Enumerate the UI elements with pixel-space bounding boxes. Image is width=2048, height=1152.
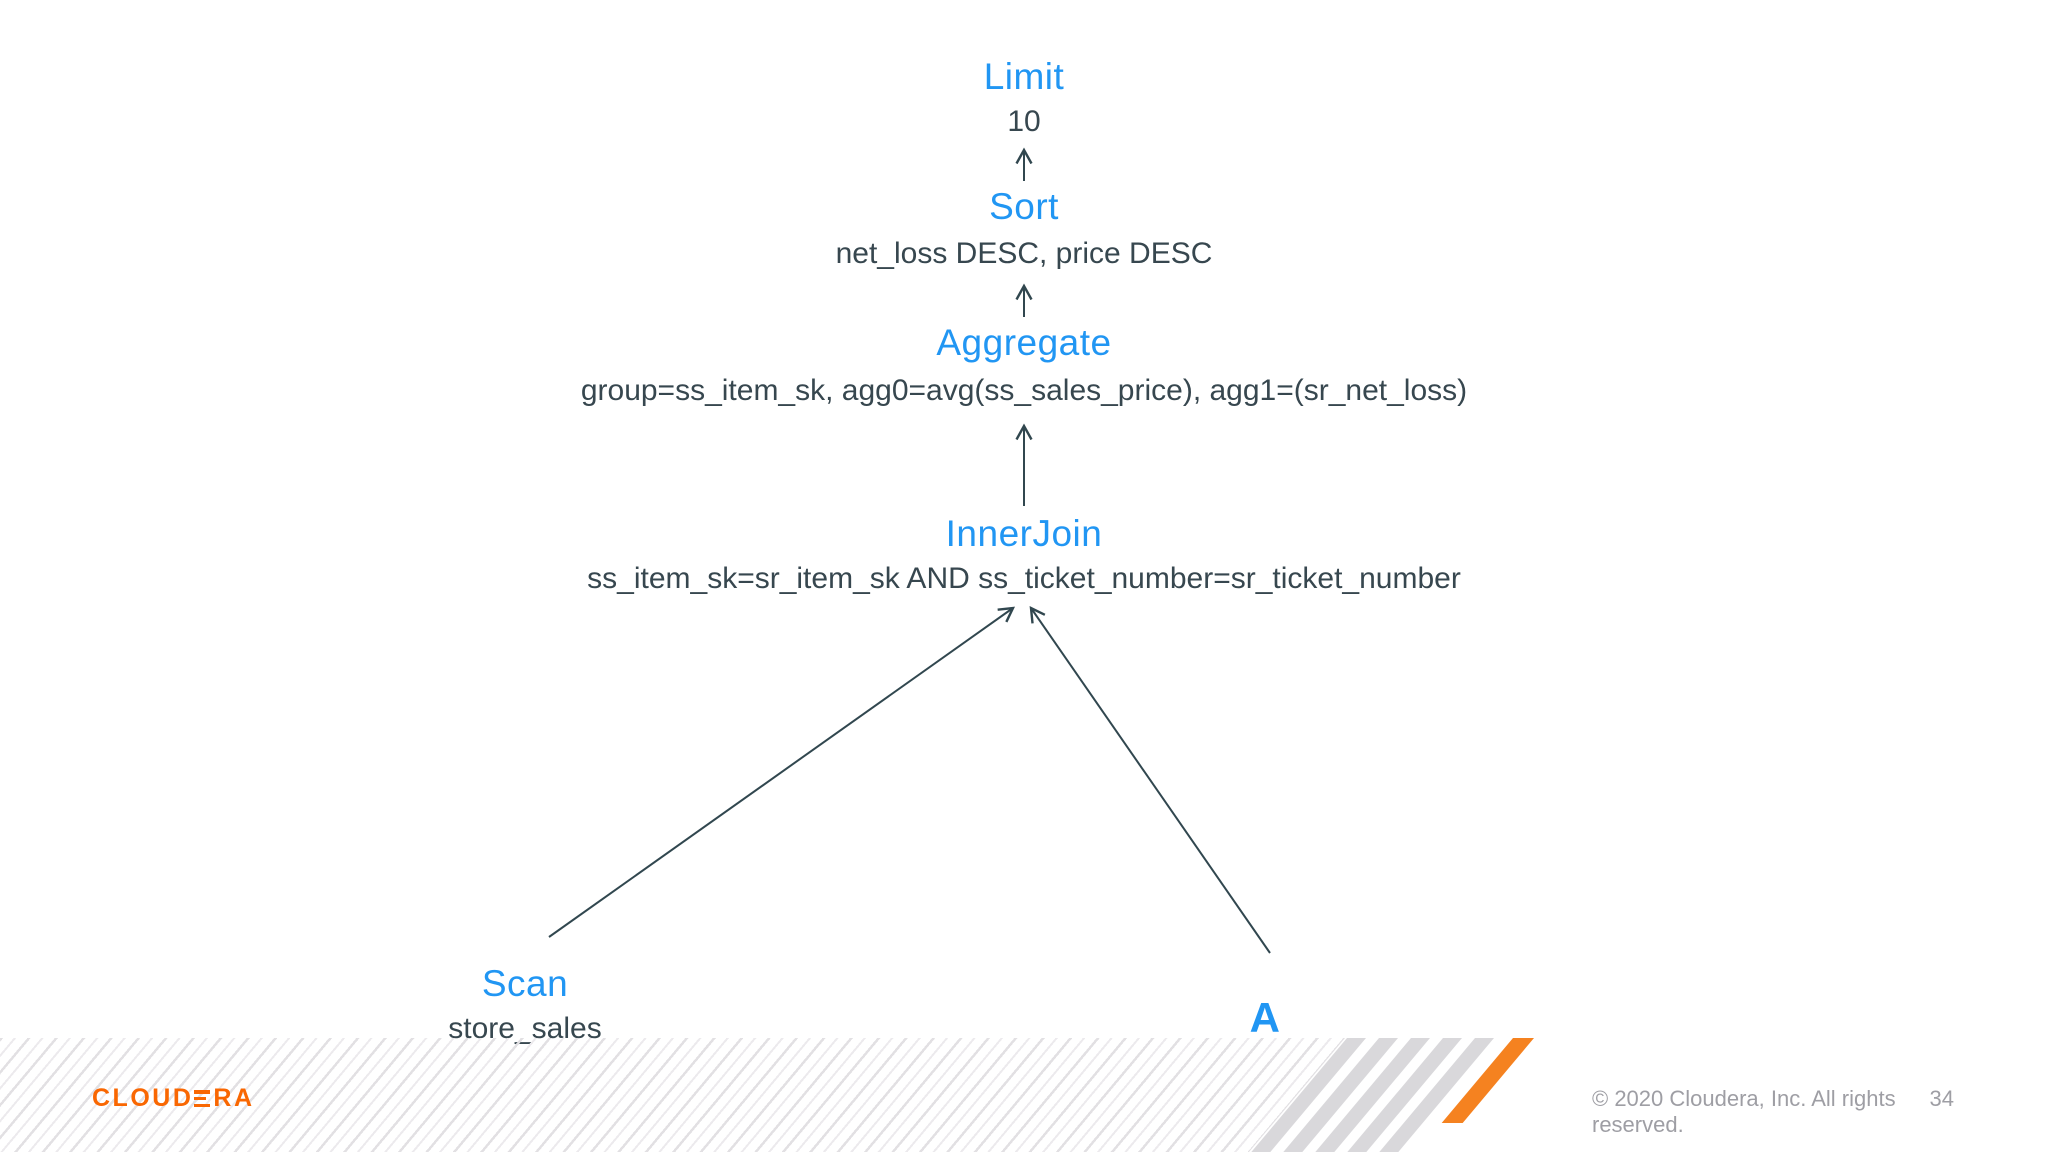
node-aggregate-title: Aggregate (936, 322, 1112, 363)
node-innerjoin-title: InnerJoin (945, 513, 1103, 554)
cloudera-logo-text-left: CLOUD (92, 1084, 194, 1112)
edge-a-to-innerjoin (1029, 605, 1271, 954)
node-scan-title: Scan (481, 963, 569, 1004)
edge-scan-to-innerjoin (548, 606, 1016, 938)
node-innerjoin-detail: ss_item_sk=sr_item_sk AND ss_ticket_numb… (587, 562, 1461, 595)
copyright-text: © 2020 Cloudera, Inc. All rights reserve… (1592, 1086, 1896, 1137)
page-number: 34 (1929, 1086, 1954, 1111)
cloudera-logo-text-right: RA (213, 1084, 255, 1112)
cloudera-logo-e-icon (194, 1090, 211, 1107)
node-limit-title: Limit (983, 56, 1065, 97)
footer-stripe-pattern (0, 1038, 1345, 1152)
node-aggregate-detail: group=ss_item_sk, agg0=avg(ss_sales_pric… (580, 374, 1468, 407)
cloudera-logo: CLOUD RA (92, 1084, 255, 1113)
node-a-title: A (1249, 994, 1281, 1041)
node-sort-detail: net_loss DESC, price DESC (835, 237, 1213, 270)
node-limit-detail: 10 (1007, 105, 1041, 138)
footer-meta: © 2020 Cloudera, Inc. All rights reserve… (1592, 1086, 1954, 1138)
node-sort-title: Sort (989, 186, 1059, 227)
